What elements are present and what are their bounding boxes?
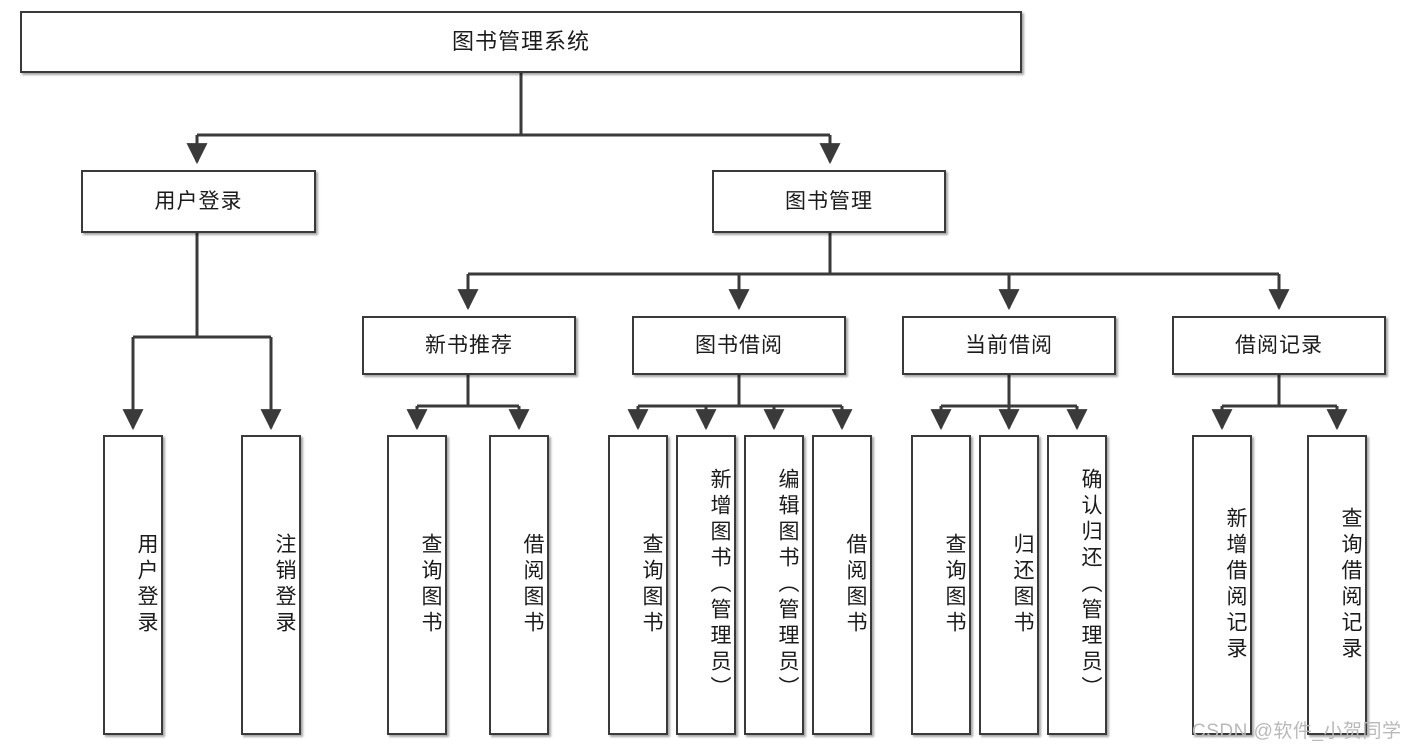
node-leaf-borrow-book-1[interactable]: 借阅图书 [489,435,549,735]
node-user-login[interactable]: 用户登录 [81,170,316,233]
node-leaf-confirm-return[interactable]: 确认归还（管理员） [1047,435,1107,735]
node-leaf-logout[interactable]: 注销登录 [241,435,301,735]
node-leaf-query-record[interactable]: 查询借阅记录 [1307,435,1367,735]
node-current-borrow[interactable]: 当前借阅 [902,316,1116,375]
node-leaf-logout-label: 注销登录 [273,533,296,637]
watermark: CSDN @软件_小贺同学 [1192,721,1402,742]
node-leaf-return-book[interactable]: 归还图书 [979,435,1039,735]
node-leaf-add-book[interactable]: 新增图书（管理员） [676,435,736,735]
node-leaf-add-record[interactable]: 新增借阅记录 [1192,435,1252,735]
node-leaf-query-book-3[interactable]: 查询图书 [911,435,971,735]
node-book-manage[interactable]: 图书管理 [712,170,946,233]
node-leaf-borrow-book-2-label: 借阅图书 [844,533,867,637]
node-leaf-query-book-1-label: 查询图书 [419,533,442,637]
node-leaf-query-book-2[interactable]: 查询图书 [608,435,668,735]
node-leaf-user-login[interactable]: 用户登录 [103,435,163,735]
node-leaf-query-record-label: 查询借阅记录 [1339,507,1362,663]
node-book-borrow[interactable]: 图书借阅 [632,316,846,375]
node-new-book-rec[interactable]: 新书推荐 [362,316,576,375]
node-leaf-borrow-book-2[interactable]: 借阅图书 [812,435,872,735]
node-book-manage-label: 图书管理 [785,189,873,213]
node-book-borrow-label: 图书借阅 [695,333,783,357]
node-borrow-record-label: 借阅记录 [1235,333,1323,357]
node-leaf-query-book-2-label: 查询图书 [640,533,663,637]
node-borrow-record[interactable]: 借阅记录 [1172,316,1386,375]
node-leaf-add-book-label: 新增图书（管理员） [708,468,731,702]
node-leaf-add-record-label: 新增借阅记录 [1224,507,1247,663]
node-leaf-edit-book[interactable]: 编辑图书（管理员） [744,435,804,735]
node-leaf-return-book-label: 归还图书 [1011,533,1034,637]
node-root[interactable]: 图书管理系统 [20,11,1022,73]
node-leaf-confirm-return-label: 确认归还（管理员） [1079,468,1102,702]
node-leaf-query-book-3-label: 查询图书 [943,533,966,637]
node-user-login-label: 用户登录 [154,189,243,213]
node-current-borrow-label: 当前借阅 [965,333,1053,357]
node-leaf-user-login-label: 用户登录 [135,533,158,637]
node-leaf-borrow-book-1-label: 借阅图书 [521,533,544,637]
node-leaf-query-book-1[interactable]: 查询图书 [387,435,447,735]
node-leaf-edit-book-label: 编辑图书（管理员） [776,468,799,702]
node-new-book-rec-label: 新书推荐 [425,333,513,357]
node-root-label: 图书管理系统 [451,28,590,54]
